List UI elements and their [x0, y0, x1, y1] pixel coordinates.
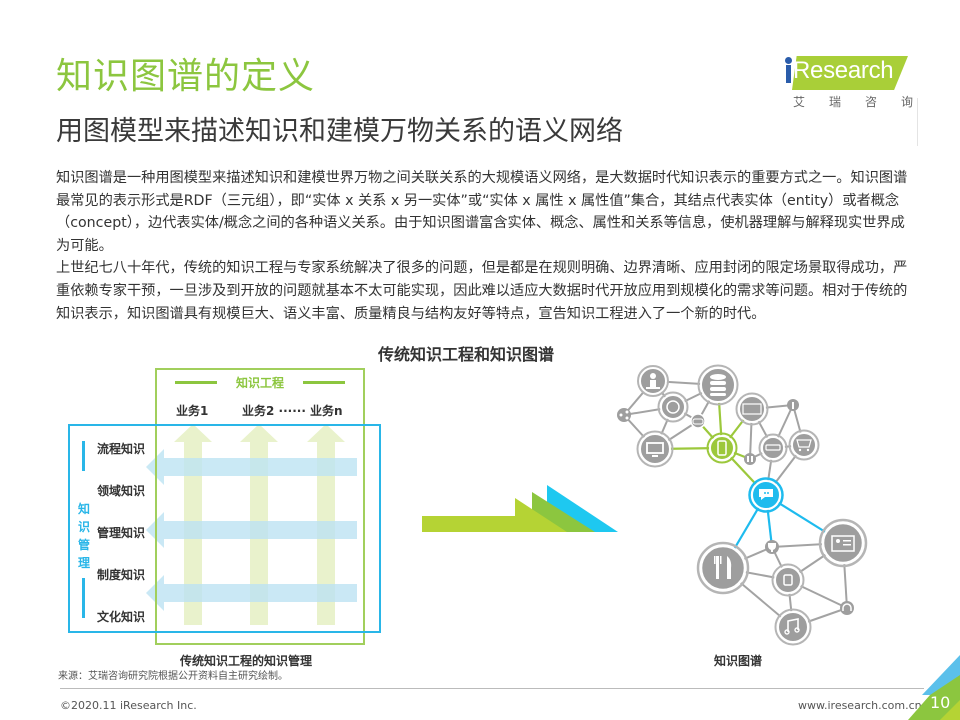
- logo-cn-char: 瑞: [828, 95, 841, 109]
- business-label-2-n: 业务2 ······ 业务n: [242, 404, 343, 418]
- pause-icon: [744, 453, 756, 465]
- logo-brand-text: Research: [793, 57, 894, 84]
- chat-icon: [748, 477, 784, 513]
- id-card-icon: [818, 518, 868, 568]
- logo-cn-char: 艾: [793, 95, 806, 109]
- info-icon: [787, 399, 799, 411]
- left-caption: 传统知识工程的知识管理: [180, 654, 313, 668]
- monitor-icon: [636, 430, 674, 468]
- transition-arrow-icon: [422, 485, 618, 532]
- logo-cn-char: 咨: [864, 95, 877, 109]
- paragraph-history: 上世纪七八十年代，传统的知识工程与专家系统解决了很多的问题，但是都是在规则明确、…: [56, 260, 908, 322]
- globe-icon: [657, 391, 689, 423]
- hotel-icon: [735, 392, 769, 426]
- management-char: 识: [77, 520, 90, 534]
- knowledge-item: 领域知识: [97, 484, 146, 498]
- logo-dot-icon: [785, 57, 792, 64]
- logo-cn-text: 艾 瑞 咨 询: [793, 93, 913, 110]
- knowledge-item: 流程知识: [97, 442, 146, 456]
- page-corner-decoration: [908, 655, 960, 720]
- website-link[interactable]: www.iresearch.com.cn: [798, 699, 922, 712]
- management-bar-top: [82, 441, 85, 471]
- page-number: 10: [930, 693, 951, 712]
- knowledge-item: 制度知识: [97, 568, 146, 582]
- logo-bar: [792, 56, 908, 90]
- music-icon: [774, 608, 812, 646]
- car-icon: [758, 433, 788, 463]
- right-caption: 知识图谱: [714, 654, 763, 668]
- engineering-rule-left: [175, 381, 217, 384]
- iresearch-logo: Research 艾 瑞 咨 询: [783, 50, 913, 110]
- cart-icon: [788, 429, 820, 461]
- watch-icon: [771, 563, 805, 597]
- knowledge-item: 文化知识: [97, 610, 146, 624]
- knowledge-engineering-box: [155, 368, 365, 645]
- paragraph-definition: 知识图谱是一种用图模型来描述知识和建模世界万物之间关联关系的大规模语义网络，是大…: [56, 170, 908, 254]
- copyright: ©2020.11 iResearch Inc.: [60, 699, 197, 712]
- logo-cn-char: 询: [900, 95, 913, 109]
- management-vertical-label: 知 识 管 理: [77, 500, 91, 572]
- trophy-icon: [765, 540, 779, 554]
- gamepad-icon: [690, 413, 706, 429]
- engineering-label: 知识工程: [235, 376, 284, 390]
- share-icon: [617, 408, 631, 422]
- logo-i-stem: [786, 65, 791, 83]
- management-char: 知: [77, 502, 90, 516]
- cutlery-icon: [696, 541, 750, 595]
- business-label-1: 业务1: [176, 404, 209, 418]
- engineering-rule-right: [303, 381, 345, 384]
- knowledge-arrows: [146, 449, 357, 611]
- knowledge-item: 管理知识: [97, 526, 146, 540]
- phone-icon: [706, 432, 738, 464]
- page-subtitle: 用图模型来描述知识和建模万物关系的语义网络: [56, 116, 623, 147]
- figure-title: 传统知识工程和知识图谱: [378, 345, 555, 364]
- footer-divider: [60, 688, 924, 689]
- headphone-icon: [840, 601, 854, 615]
- management-bar-bottom: [82, 578, 85, 618]
- knowledge-management-box: [68, 424, 381, 633]
- person-icon: [637, 365, 669, 397]
- management-char: 管: [77, 538, 90, 552]
- page-title: 知识图谱的定义: [56, 56, 316, 97]
- source-note: 来源：艾瑞咨询研究院根据公开资料自主研究绘制。: [58, 671, 288, 682]
- body-text: 知识图谱是一种用图模型来描述知识和建模世界万物之间关联关系的大规模语义网络，是大…: [56, 167, 916, 325]
- management-char: 理: [77, 556, 90, 570]
- logo-divider: [917, 98, 918, 146]
- database-icon: [697, 364, 739, 406]
